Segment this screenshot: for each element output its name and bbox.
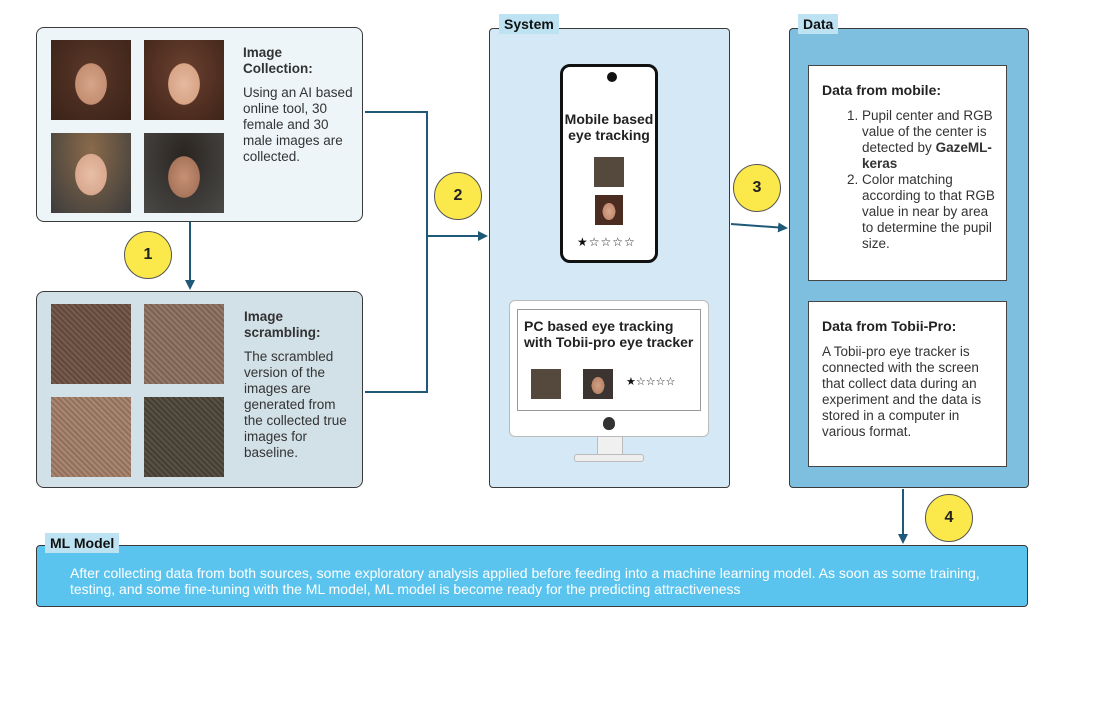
pc-title: PC based eye tracking with Tobii-pro eye… <box>524 318 694 350</box>
pc-face-thumb <box>583 369 613 399</box>
scrambled-image-2 <box>144 304 224 384</box>
pc-monitor: PC based eye tracking with Tobii-pro eye… <box>509 300 709 437</box>
face-photo-female-1 <box>51 40 131 120</box>
monitor-base <box>574 454 644 462</box>
collection-description: Image Collection: Using an AI based onli… <box>243 45 353 165</box>
scrambling-title: Image scrambling: <box>244 309 321 340</box>
ml-tab-label: ML Model <box>45 533 120 553</box>
data-mobile-item-1-text: Pupil center and RGB value of the center… <box>862 108 993 155</box>
arrow-system-to-data <box>730 222 788 233</box>
face-photo-male-2 <box>144 133 224 213</box>
phone-camera-icon <box>607 72 617 82</box>
mobile-face-thumb <box>595 195 623 225</box>
step-3-badge: 3 <box>733 164 781 212</box>
system-tab-label: System <box>499 14 559 34</box>
data-from-tobii-card: Data from Tobii-Pro: A Tobii-pro eye tra… <box>808 301 1007 467</box>
scrambled-image-3 <box>51 397 131 477</box>
data-tobii-text: A Tobii-pro eye tracker is connected wit… <box>822 344 982 439</box>
scrambling-text: The scrambled version of the images are … <box>244 349 347 460</box>
data-mobile-title: Data from mobile: <box>822 82 942 98</box>
arrow-collect-to-system <box>365 111 428 393</box>
mobile-phone: Mobile based eye tracking ★☆☆☆☆ <box>560 64 658 263</box>
scrambled-image-1 <box>51 304 131 384</box>
mobile-title: Mobile based eye tracking <box>564 111 654 143</box>
step-1-badge: 1 <box>124 231 172 279</box>
pc-scrambled-thumb <box>531 369 561 399</box>
data-mobile-item-2: Color matching according to that RGB val… <box>862 172 1002 252</box>
pc-rating-stars[interactable]: ★☆☆☆☆ <box>626 376 676 388</box>
collection-text: Using an AI based online tool, 30 female… <box>243 85 353 164</box>
data-tobii-title: Data from Tobii-Pro: <box>822 318 957 334</box>
image-scrambling-panel: Image scrambling: The scrambled version … <box>36 291 363 488</box>
face-photo-male-1 <box>51 133 131 213</box>
gazeml-keras-label: GazeML-keras <box>862 140 992 171</box>
monitor-stand <box>597 437 623 455</box>
ml-model-panel: After collecting data from both sources,… <box>36 545 1028 607</box>
apple-logo-icon <box>603 417 615 430</box>
collection-title: Image Collection: <box>243 45 313 76</box>
face-photo-female-2 <box>144 40 224 120</box>
ml-model-text: After collecting data from both sources,… <box>70 565 980 597</box>
data-mobile-item-1: Pupil center and RGB value of the center… <box>862 108 1002 172</box>
data-tab-label: Data <box>798 14 839 34</box>
data-from-mobile-card: Data from mobile: Pupil center and RGB v… <box>808 65 1007 281</box>
scrambling-description: Image scrambling: The scrambled version … <box>244 309 354 461</box>
mobile-rating-stars[interactable]: ★☆☆☆☆ <box>577 235 636 249</box>
step-2-badge: 2 <box>434 172 482 220</box>
step-4-badge: 4 <box>925 494 973 542</box>
data-mobile-list: Pupil center and RGB value of the center… <box>822 108 1002 252</box>
image-collection-panel: Image Collection: Using an AI based onli… <box>36 27 363 222</box>
scrambled-image-4 <box>144 397 224 477</box>
mobile-scrambled-thumb <box>594 157 624 187</box>
